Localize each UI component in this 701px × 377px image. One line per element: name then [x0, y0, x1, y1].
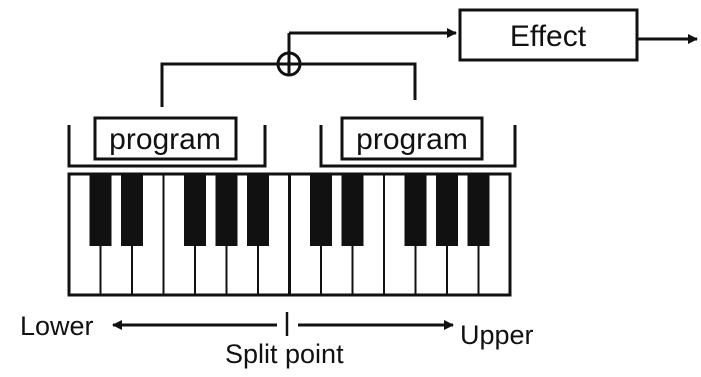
lower-program-signal-line: [160, 62, 278, 107]
black-key: [467, 174, 490, 246]
lower-program-group: program: [67, 116, 267, 168]
black-key: [404, 174, 427, 246]
black-key: [310, 174, 332, 246]
upper-program-box: [340, 116, 484, 161]
black-key: [341, 174, 364, 246]
black-key: [184, 174, 206, 246]
black-key: [247, 174, 269, 246]
upper-program-label: program: [356, 123, 468, 156]
upper-program-bracket: [319, 125, 517, 168]
lower-program-label: program: [109, 123, 221, 156]
upper-label: Upper: [460, 320, 534, 350]
lower-program-bracket: [67, 125, 267, 168]
lower-program-box: [93, 116, 238, 161]
signal-routing: [160, 28, 698, 107]
upper-program-group: program: [319, 116, 517, 168]
split-point-label: Split point: [225, 339, 344, 369]
lower-label: Lower: [20, 311, 94, 341]
black-key: [215, 174, 238, 246]
effect-box: [458, 8, 639, 62]
black-key: [121, 174, 143, 246]
black-key: [436, 174, 458, 246]
effect-block: Effect: [458, 8, 639, 62]
effect-label: Effect: [510, 20, 587, 53]
upper-program-signal-line: [300, 62, 417, 100]
black-key: [89, 174, 112, 246]
piano-keyboard: [67, 172, 512, 297]
